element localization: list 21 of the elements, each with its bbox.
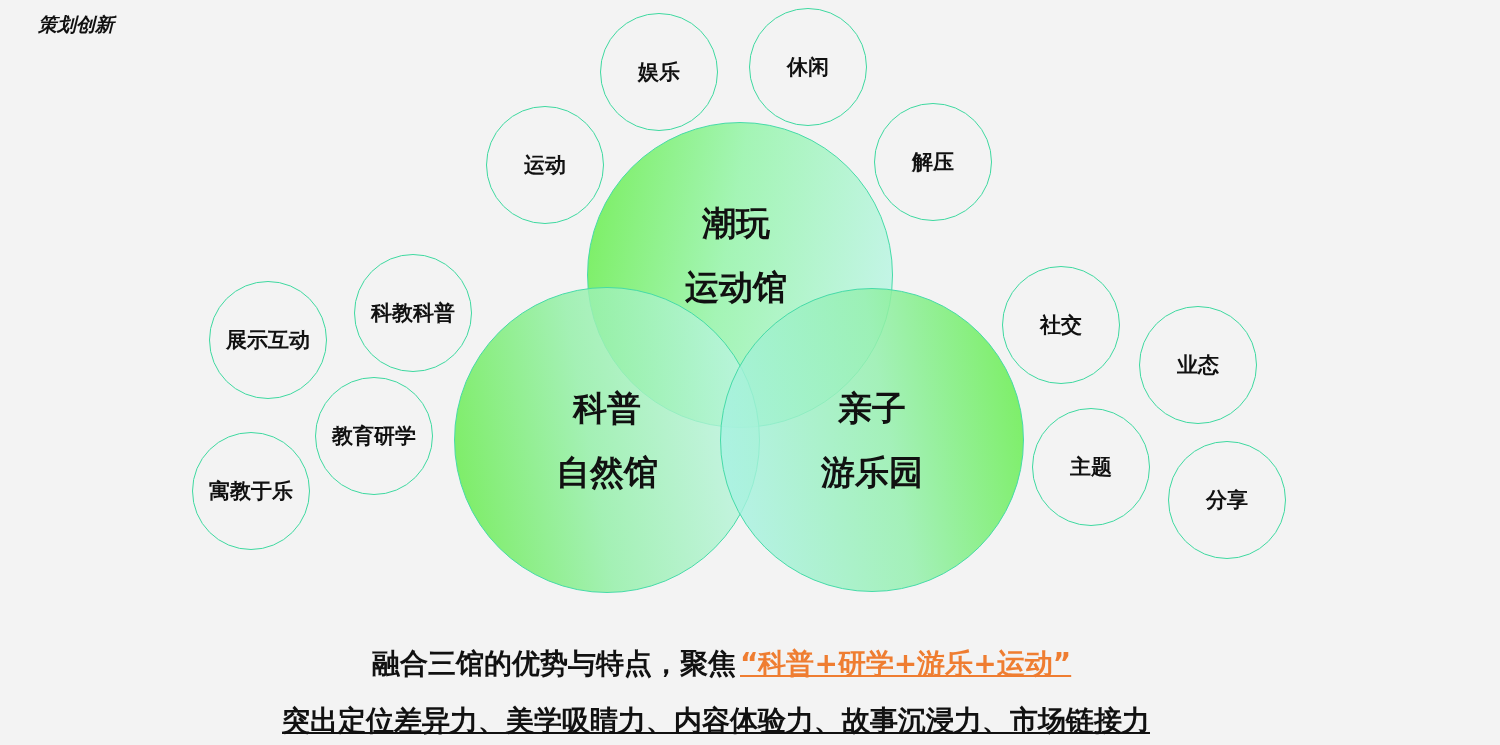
keyword-label: 业态 — [1177, 352, 1219, 379]
keyword-label: 运动 — [524, 152, 566, 179]
circle-heading: 科普 — [573, 387, 641, 430]
keyword-label: 寓教于乐 — [209, 478, 293, 505]
circle-heading: 亲子 — [838, 387, 906, 430]
keyword-label: 主题 — [1070, 454, 1112, 481]
caption-text: 融合三馆的优势与特点，聚焦 — [372, 646, 736, 682]
highlight-text: “科普+研学+游乐+运动” — [740, 646, 1072, 682]
circle-heading: 自然馆 — [556, 451, 658, 494]
keyword-label: 休闲 — [787, 54, 829, 81]
circle-heading: 潮玩 — [702, 202, 770, 245]
keyword-label: 科教科普 — [371, 300, 455, 327]
circle-heading: 运动馆 — [685, 266, 787, 309]
keyword-label: 解压 — [912, 149, 954, 176]
keyword-label: 娱乐 — [638, 59, 680, 86]
keyword-label: 社交 — [1040, 312, 1082, 339]
keyword-label: 教育研学 — [332, 423, 416, 450]
caption-text: 突出定位差异力、美学吸睛力、内容体验力、故事沉浸力、市场链接力 — [282, 703, 1150, 739]
keyword-label: 分享 — [1206, 487, 1248, 514]
circle-heading: 游乐园 — [821, 451, 923, 494]
keyword-label: 展示互动 — [226, 327, 310, 354]
